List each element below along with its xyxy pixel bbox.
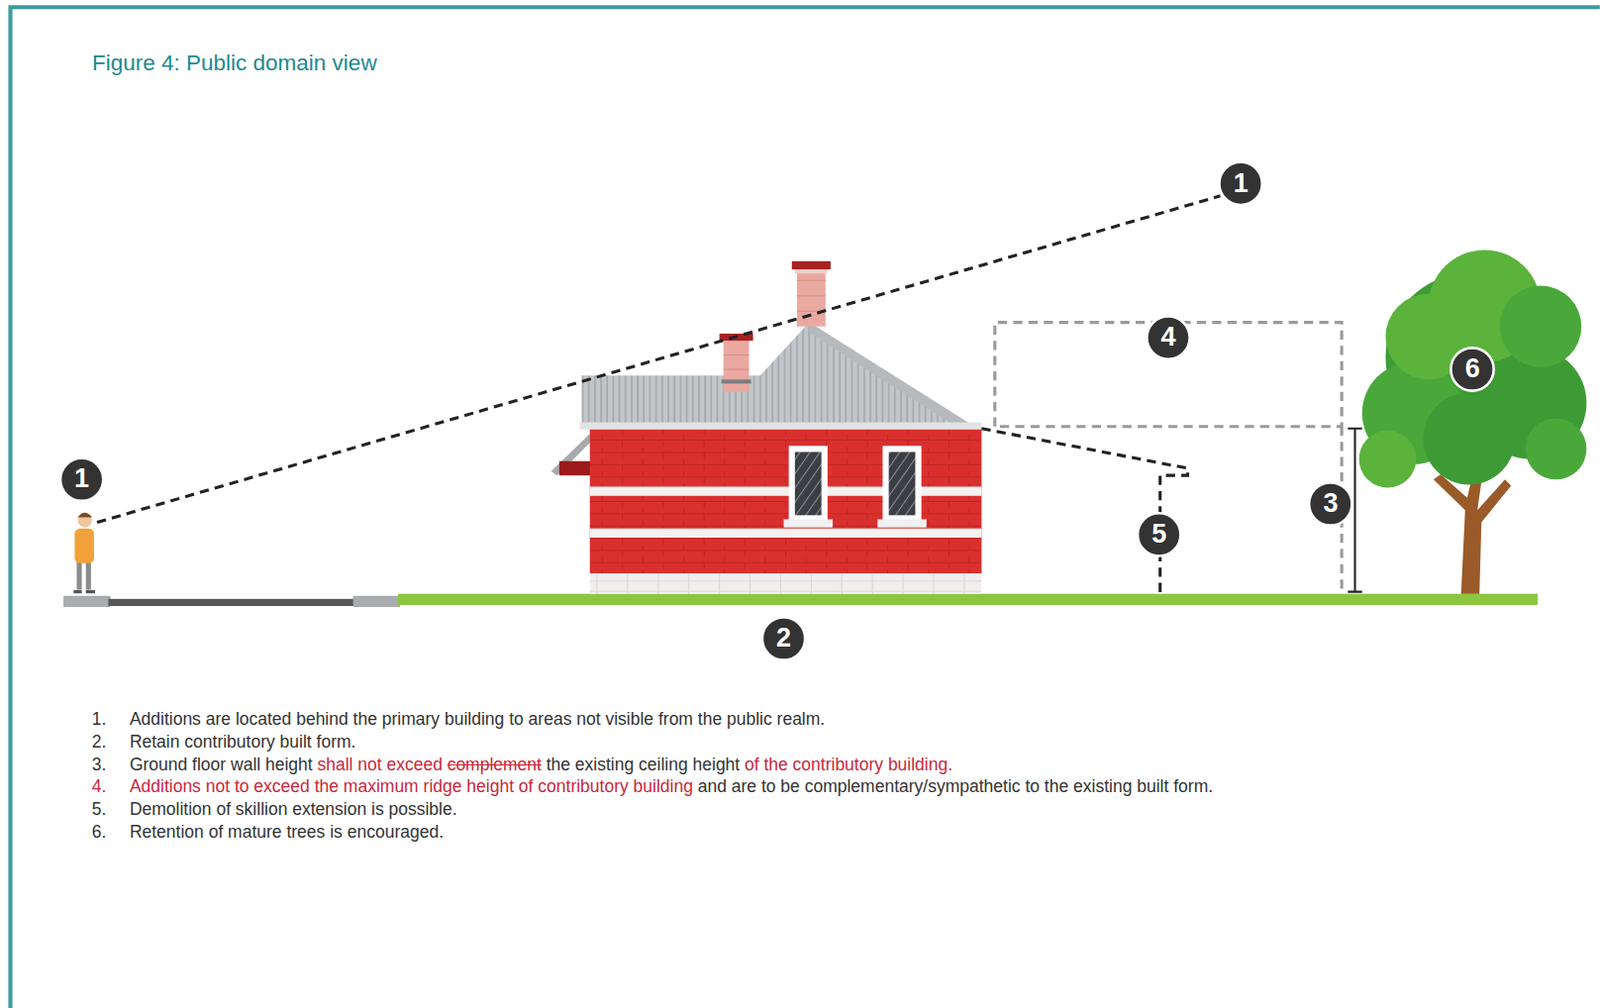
callout-number: 1 [74, 465, 90, 493]
note-row: Retention of mature trees is encouraged. [129, 821, 444, 843]
note-row: Retain contributory built form. [129, 731, 357, 753]
pedestrian-figure [73, 512, 96, 593]
note-text: Demolition of skillion extension is poss… [129, 799, 458, 820]
note-text: of the contributory building. [744, 754, 953, 776]
note-text: and are to be complementary/sympathetic … [698, 776, 1213, 798]
note-text: Retention of mature trees is encouraged. [129, 821, 444, 843]
note-number: 4. [92, 776, 107, 798]
callout-number: 2 [776, 624, 792, 652]
note-text: shall not exceed [316, 754, 442, 776]
note-number: 1. [92, 708, 107, 730]
figure-title: Figure 4: Public domain view [92, 49, 378, 77]
note-row: Additions not to exceed the maximum ridg… [129, 776, 1213, 798]
callout-circles [60, 162, 1495, 661]
note-number: 3. [92, 754, 107, 776]
callout-number: 6 [1465, 355, 1481, 383]
note-text: Retain contributory built form. [129, 731, 357, 753]
note-row: Demolition of skillion extension is poss… [129, 799, 458, 820]
note-number: 5. [92, 799, 107, 820]
note-row: Ground floor wall heightshall not exceed… [129, 754, 953, 776]
ground [63, 594, 1538, 607]
callout-number: 5 [1151, 520, 1167, 548]
note-text: Additions are located behind the primary… [129, 708, 825, 730]
note-text: the existing ceiling height [546, 754, 741, 776]
note-text: complement [447, 754, 542, 776]
sight-line [97, 196, 1220, 523]
callout-number: 1 [1233, 169, 1249, 197]
mature-tree [1359, 249, 1588, 594]
frame-border [9, 6, 1600, 1008]
note-row: Additions are located behind the primary… [129, 708, 825, 730]
addition-envelope [995, 322, 1342, 593]
skillion-outline [981, 428, 1188, 595]
callout-number: 4 [1161, 323, 1177, 351]
callout-number: 3 [1322, 490, 1338, 517]
contributory-house [551, 261, 983, 595]
note-text: Ground floor wall height [129, 754, 313, 776]
note-text: Additions not to exceed the maximum ridg… [129, 776, 694, 798]
note-number: 6. [92, 821, 107, 843]
note-number: 2. [92, 731, 107, 753]
